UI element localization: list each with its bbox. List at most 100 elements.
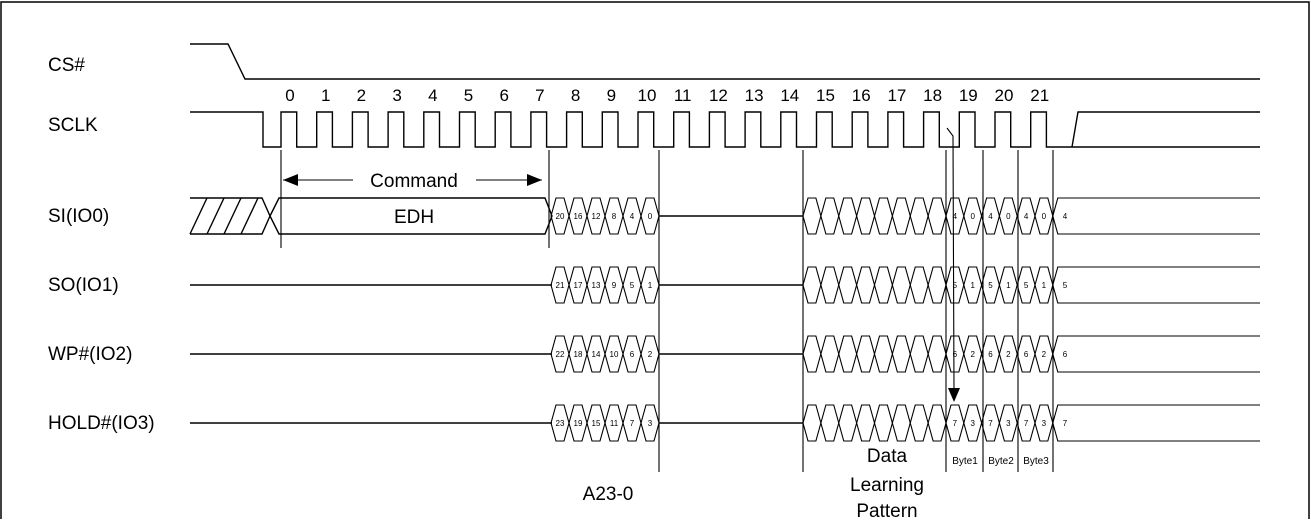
clock-number-20: 20 — [995, 86, 1014, 105]
so-pattern-cell-4 — [873, 266, 893, 304]
wp-pattern-cell-2 — [838, 335, 858, 373]
so-data-cell-2-label: 5 — [988, 281, 993, 290]
hold-pattern-cell-7 — [927, 404, 947, 442]
pattern-label-line2: Learning — [850, 475, 924, 496]
si-pattern-cell-5 — [891, 197, 911, 235]
hold-data-tail-label: 7 — [1063, 419, 1068, 428]
clock-number-11: 11 — [674, 86, 692, 105]
wp-address-bit-18-label: 18 — [574, 350, 583, 359]
wp-data-cell-3-label: 2 — [1006, 350, 1011, 359]
signal-label-wp: WP#(IO2) — [48, 344, 132, 365]
so-data-tail — [1052, 266, 1260, 304]
command-code: EDH — [394, 207, 434, 228]
hold-address-bit-11-label: 11 — [610, 419, 619, 428]
si-address-bit-12-label: 12 — [592, 212, 601, 221]
hold-pattern-cell-4 — [873, 404, 893, 442]
si-pattern-cell-2 — [838, 197, 858, 235]
clock-data-arrow-head — [948, 388, 960, 402]
clock-number-19: 19 — [959, 86, 978, 105]
clock-number-15: 15 — [816, 86, 835, 105]
clock-number-7: 7 — [535, 86, 544, 105]
clock-number-5: 5 — [464, 86, 473, 105]
signal-label-cs: CS# — [48, 55, 85, 76]
clock-number-2: 2 — [357, 86, 366, 105]
so-pattern-cell-6 — [909, 266, 929, 304]
wp-pattern-cell-1 — [820, 335, 840, 373]
hold-pattern-cell-5 — [891, 404, 911, 442]
wp-data-cell-0-label: 6 — [953, 350, 958, 359]
hold-pattern-cell-3 — [856, 404, 876, 442]
pattern-label-line1: Data — [867, 446, 908, 467]
command-arrow-left-head — [283, 174, 298, 186]
command-label: Command — [370, 171, 458, 192]
si-pattern-cell-1 — [820, 197, 840, 235]
si-data-cell-3-label: 0 — [1006, 212, 1011, 221]
si-data-cell-1-label: 0 — [970, 212, 975, 221]
hold-address-bit-3-label: 3 — [648, 419, 653, 428]
si-address-bit-0-label: 0 — [648, 212, 653, 221]
wp-pattern-cell-3 — [856, 335, 876, 373]
sclk-waveform — [190, 111, 1260, 148]
hold-address-bit-15-label: 15 — [592, 419, 601, 428]
hold-data-cell-4-label: 7 — [1024, 419, 1029, 428]
so-data-cell-4-label: 5 — [1024, 281, 1029, 290]
hold-data-cell-5-label: 3 — [1042, 419, 1047, 428]
clock-number-1: 1 — [321, 86, 330, 105]
so-pattern-cell-2 — [838, 266, 858, 304]
si-data-tail — [1052, 197, 1260, 235]
clock-number-6: 6 — [499, 86, 508, 105]
si-data-cell-2-label: 4 — [988, 212, 993, 221]
wp-pattern-cell-4 — [873, 335, 893, 373]
hold-data-cell-1-label: 3 — [970, 419, 975, 428]
si-data-cell-0-label: 4 — [953, 212, 958, 221]
wp-data-tail — [1052, 335, 1260, 373]
so-address-bit-17-label: 17 — [574, 281, 583, 290]
signal-label-hold: HOLD#(IO3) — [48, 413, 155, 434]
clock-number-12: 12 — [709, 86, 728, 105]
signal-label-so: SO(IO1) — [48, 275, 119, 296]
clock-number-8: 8 — [571, 86, 580, 105]
wp-data-cell-5-label: 2 — [1042, 350, 1047, 359]
si-address-bit-16-label: 16 — [574, 212, 583, 221]
byte2-label: Byte2 — [988, 456, 1014, 467]
si-pattern-cell-3 — [856, 197, 876, 235]
hold-data-tail — [1052, 404, 1260, 442]
command-arrow-right-head — [527, 174, 542, 186]
sclk-line — [190, 111, 1072, 148]
so-address-bit-13-label: 13 — [592, 281, 601, 290]
so-data-tail-label: 5 — [1063, 281, 1068, 290]
hold-pattern-cell-0 — [802, 404, 822, 442]
clock-number-17: 17 — [887, 86, 906, 105]
byte1-label: Byte1 — [952, 456, 978, 467]
so-address-bit-9-label: 9 — [612, 281, 617, 290]
so-data-cell-5-label: 1 — [1042, 281, 1047, 290]
si-data-cell-4-label: 4 — [1024, 212, 1029, 221]
hold-data-cell-0-label: 7 — [953, 419, 958, 428]
wp-data-cell-1-label: 2 — [970, 350, 975, 359]
si-data-cell-5-label: 0 — [1042, 212, 1047, 221]
wp-pattern-cell-0 — [802, 335, 822, 373]
so-address-bit-1-label: 1 — [648, 281, 653, 290]
sclk-tail-high — [1071, 111, 1260, 148]
si-data-tail-label: 4 — [1063, 212, 1068, 221]
hold-pattern-cell-6 — [909, 404, 929, 442]
clock-number-9: 9 — [607, 86, 616, 105]
si-address-bit-20-label: 20 — [556, 212, 565, 221]
si-dont-care — [189, 197, 271, 235]
clock-number-10: 10 — [638, 86, 657, 105]
wp-pattern-cell-5 — [891, 335, 911, 373]
so-pattern-cell-7 — [927, 266, 947, 304]
signal-label-sclk: SCLK — [48, 115, 98, 136]
hold-data-cell-3-label: 3 — [1006, 419, 1011, 428]
si-command-box — [269, 197, 553, 235]
wp-data-cell-4-label: 6 — [1024, 350, 1029, 359]
hold-address-bit-23-label: 23 — [556, 419, 565, 428]
clock-number-3: 3 — [392, 86, 401, 105]
wp-address-bit-2-label: 2 — [648, 350, 653, 359]
si-pattern-cell-0 — [802, 197, 822, 235]
si-address-bit-8-label: 8 — [612, 212, 617, 221]
hold-address-bit-7-label: 7 — [630, 419, 635, 428]
